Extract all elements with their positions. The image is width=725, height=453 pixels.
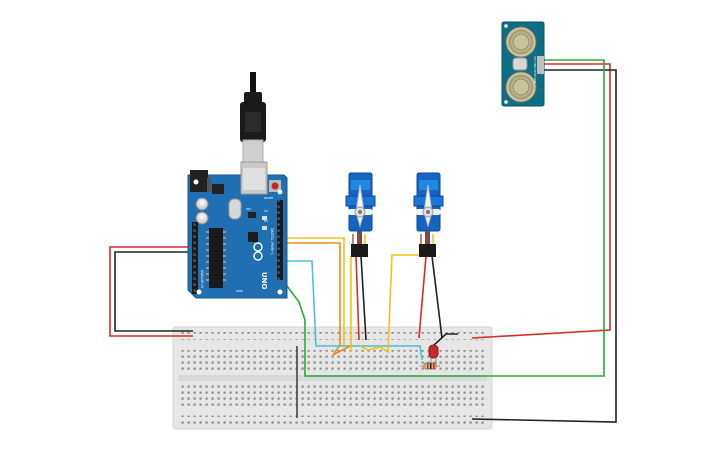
wire-black-servo1-gnd[interactable] xyxy=(360,255,367,341)
arduino-uno-board[interactable]: UNO DIGITAL (PWM~) ANALOG IN RESET ICSP … xyxy=(187,72,288,299)
wire-red-servo1-vcc[interactable] xyxy=(355,255,360,341)
wire-black-left-loop[interactable] xyxy=(114,251,193,332)
wire-black-sensor-gnd[interactable] xyxy=(471,69,617,423)
usb-plug-icon xyxy=(240,72,266,163)
wires xyxy=(109,59,617,423)
board-model-label: UNO xyxy=(260,272,268,290)
reset-label: RESET xyxy=(264,196,274,200)
breadboard[interactable] xyxy=(172,326,493,430)
rx-label: RX xyxy=(264,219,268,223)
wire-red-left-loop[interactable] xyxy=(109,246,193,337)
sensor-pins-label: VCC TRIG ECHO GND xyxy=(533,56,537,83)
digital-header-label: DIGITAL (PWM~) xyxy=(270,228,274,254)
wire-yellow-servo1-signal[interactable] xyxy=(284,237,345,346)
resistor-icon[interactable] xyxy=(420,362,440,370)
arduino-logo xyxy=(253,242,263,261)
wire-orange-bridge[interactable] xyxy=(332,344,353,356)
wire-black-servo2-gnd[interactable] xyxy=(431,255,443,339)
wire-orange-servo1[interactable] xyxy=(284,242,341,356)
icsp-label: ICSP xyxy=(236,289,243,293)
reset-button[interactable] xyxy=(271,182,279,190)
wire-red-servo2-vcc[interactable] xyxy=(418,255,427,339)
ultrasonic-sensor-icon[interactable]: VCC TRIG ECHO GND xyxy=(501,21,545,107)
wire-black-led-gnd[interactable] xyxy=(433,333,458,346)
servo-motor-icon[interactable] xyxy=(413,172,444,257)
tx-label: TX xyxy=(263,209,268,213)
analog-header-label: ANALOG IN xyxy=(200,270,204,288)
wire-green-sensor-signal[interactable] xyxy=(286,59,605,377)
on-label: ON xyxy=(246,207,251,211)
wire-yellow-servo2[interactable] xyxy=(359,254,420,354)
servo-motor-icon[interactable] xyxy=(345,172,376,257)
wire-red-sensor-vcc[interactable] xyxy=(471,63,611,339)
wire-cyan-led[interactable] xyxy=(284,260,423,361)
